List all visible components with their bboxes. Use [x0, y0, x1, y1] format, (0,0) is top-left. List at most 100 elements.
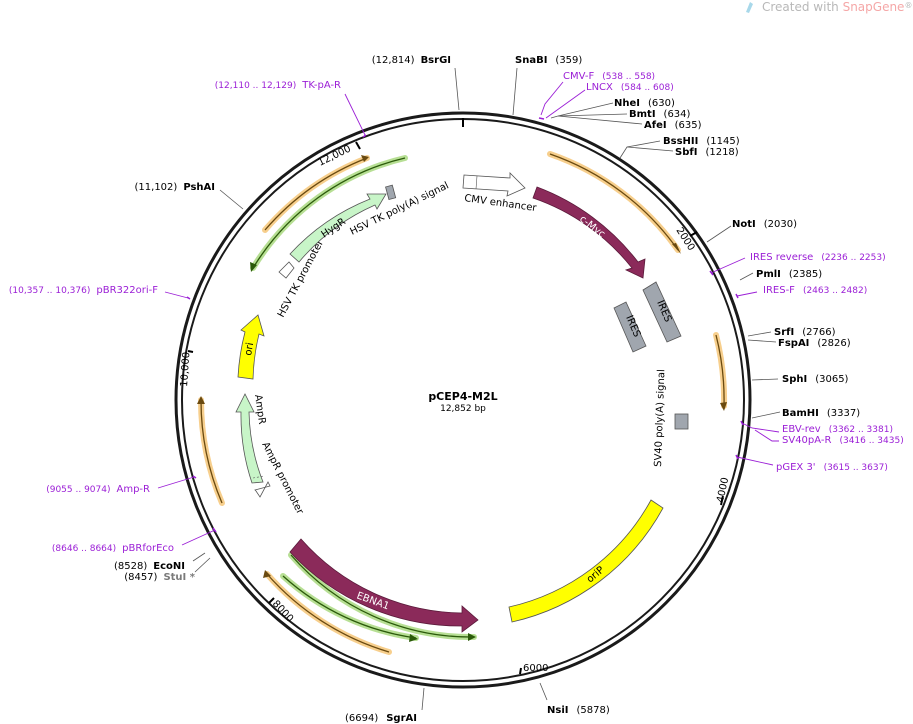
- orf-upper-left-green: [250, 155, 408, 272]
- primer-cmv-f[interactable]: CMV-F(538 .. 558): [563, 71, 655, 82]
- enzyme-afei[interactable]: AfeI (635): [644, 120, 702, 131]
- enzyme-stui-pos: (8457): [124, 572, 157, 583]
- orf-bottom-green: [280, 552, 477, 642]
- enzyme-bmti-name: BmtI: [629, 109, 656, 120]
- tick-mark-2000: [689, 231, 698, 237]
- enzyme-bmti-pos: (634): [664, 109, 691, 120]
- enzyme-stui-name: StuI *: [163, 572, 195, 583]
- tick-label-8000: 8000: [270, 599, 295, 625]
- primer-ires-f[interactable]: IRES-F(2463 .. 2482): [763, 285, 867, 296]
- enzyme-sbfi-name: SbfI: [675, 147, 697, 158]
- enzyme-afei-pos: (635): [675, 120, 702, 131]
- watermark-prefix: Created with: [762, 0, 843, 14]
- cmv-enhancer-label: CMV enhancer: [464, 193, 538, 214]
- cmv-enhancer-feature: CMV enhancer: [462, 172, 538, 214]
- primer-leaders: [157, 81, 780, 546]
- enzyme-srfi-name: SrfI: [774, 327, 794, 338]
- enzyme-bmti[interactable]: BmtI (634): [629, 109, 691, 120]
- enzyme-bsshii[interactable]: BssHII (1145): [663, 136, 740, 147]
- enzyme-sgrai[interactable]: (6694) SgrAI: [345, 713, 417, 724]
- enzyme-sgrai-name: SgrAI: [386, 713, 417, 724]
- enzyme-pmli-name: PmlI: [756, 269, 781, 280]
- enzyme-nhei[interactable]: NheI(630): [614, 98, 675, 109]
- orf-left: [197, 396, 225, 506]
- tick-label-4000: 4000: [715, 476, 731, 503]
- primer-pgex3[interactable]: pGEX 3'(3615 .. 3637): [776, 462, 888, 473]
- watermark: Created with SnapGene®: [746, 0, 912, 14]
- tick-mark-4000: [720, 495, 724, 506]
- enzyme-afei-name: AfeI: [644, 120, 667, 131]
- enzyme-pmli[interactable]: PmlI (2385): [756, 269, 822, 280]
- enzyme-sbfi[interactable]: SbfI (1218): [675, 147, 739, 158]
- orip-feature: oriP: [508, 499, 664, 623]
- ampr-feature: AmpR: [235, 393, 267, 484]
- ires-feature-1: IRES: [642, 281, 682, 343]
- enzyme-bamhi-pos: (3337): [827, 408, 860, 419]
- primer-sv40pa-r-name: SV40pA-R: [782, 435, 831, 446]
- primer-sv40pa-r[interactable]: SV40pA-R (3416 .. 3435): [782, 435, 904, 446]
- enzyme-sphi[interactable]: SphI (3065): [782, 374, 849, 385]
- ori-label: ori: [243, 342, 256, 357]
- enzyme-noti-name: NotI: [732, 219, 756, 230]
- primer-labels: (12,110 .. 12,129)TK-pA-R CMV-F(538 .. 5…: [9, 71, 904, 554]
- enzyme-bsrgi[interactable]: (12,814)BsrGI: [372, 55, 451, 66]
- orf-right: [713, 332, 728, 411]
- plasmid-name: pCEP4-M2L: [428, 390, 497, 403]
- primer-pbr322ori-f[interactable]: (10,357 .. 10,376)pBR322ori-F: [9, 285, 158, 296]
- primer-ebv-rev[interactable]: EBV-rev(3362 .. 3381): [782, 424, 893, 435]
- enzyme-snabi[interactable]: SnaBI(359): [515, 55, 582, 66]
- primer-ires-reverse[interactable]: IRES reverse(2236 .. 2253): [750, 252, 886, 263]
- tick-mark-12000: [355, 141, 361, 150]
- orf-bottom-left: [263, 570, 392, 655]
- enzyme-bamhi[interactable]: BamHI(3337): [782, 408, 860, 419]
- svg-text:Created with SnapGene®: Created with SnapGene®: [762, 0, 912, 14]
- enzyme-sgrai-pos: (6694): [345, 713, 378, 724]
- enzyme-snabi-pos: (359): [555, 55, 582, 66]
- plasmid-length: 12,852 bp: [440, 404, 486, 414]
- snapgene-logo-icon: [746, 2, 753, 13]
- enzyme-fspai[interactable]: FspAI(2826): [778, 338, 851, 349]
- ires-feature-2: IRES: [613, 301, 647, 353]
- enzyme-srfi[interactable]: SrfI(2766): [774, 327, 836, 338]
- primer-pbrforeco-name: pBRforEco: [122, 543, 174, 554]
- enzyme-bsshii-name: BssHII: [663, 136, 698, 147]
- enzyme-pshai[interactable]: (11,102)PshAI: [135, 182, 215, 193]
- enzyme-econi[interactable]: (8528)EcoNI: [114, 561, 185, 572]
- enzyme-bsrgi-name: BsrGI: [421, 55, 451, 66]
- primer-amp-r[interactable]: (9055 .. 9074)Amp-R: [46, 484, 150, 495]
- tick-mark-8000: [268, 597, 275, 604]
- enzyme-stui[interactable]: (8457) StuI *: [124, 572, 196, 583]
- enzyme-fspai-pos: (2826): [817, 338, 850, 349]
- enzyme-econi-pos: (8528): [114, 561, 147, 572]
- primer-amp-r-range: (9055 .. 9074): [46, 485, 110, 495]
- enzyme-noti[interactable]: NotI (2030): [732, 219, 797, 230]
- enzyme-nsii-pos: (5878): [576, 705, 609, 716]
- ampr-promoter-label: AmpR promoter: [259, 440, 305, 517]
- primer-lncx[interactable]: LNCX(584 .. 608): [586, 82, 674, 93]
- primer-ires-reverse-range: (2236 .. 2253): [821, 253, 885, 263]
- enzyme-sphi-name: SphI: [782, 374, 807, 385]
- enzyme-nhei-pos: (630): [648, 98, 675, 109]
- enzyme-noti-pos: (2030): [764, 219, 797, 230]
- orf-upper-left: [262, 155, 370, 233]
- primer-ebv-rev-name: EBV-rev: [782, 424, 821, 435]
- primer-pgex3-name: pGEX 3': [776, 462, 816, 473]
- enzyme-pshai-pos: (11,102): [135, 182, 178, 193]
- orf-upper-right: [547, 151, 681, 254]
- primer-sv40pa-r-range: (3416 .. 3435): [839, 436, 903, 446]
- tick-label-10000: 10,000: [179, 352, 192, 388]
- primer-tk-pa-r[interactable]: (12,110 .. 12,129)TK-pA-R: [215, 80, 341, 91]
- enzyme-bsshii-pos: (1145): [706, 136, 739, 147]
- enzyme-sphi-pos: (3065): [815, 374, 848, 385]
- enzyme-sbfi-pos: (1218): [705, 147, 738, 158]
- enzyme-nsii-name: NsiI: [547, 705, 568, 716]
- enzyme-labels: (12,814)BsrGI SnaBI(359) NheI(630) BmtI(…: [114, 55, 860, 724]
- ori-feature: ori: [237, 314, 265, 380]
- enzyme-nsii[interactable]: NsiI (5878): [547, 705, 610, 716]
- primer-ires-f-range: (2463 .. 2482): [803, 286, 867, 296]
- primer-lncx-range: (584 .. 608): [621, 83, 674, 93]
- enzyme-pmli-pos: (2385): [789, 269, 822, 280]
- tick-mark-10000: [187, 350, 194, 353]
- enzyme-leaders: [192, 67, 781, 711]
- primer-pbrforeco[interactable]: (8646 .. 8664)pBRforEco: [52, 543, 174, 554]
